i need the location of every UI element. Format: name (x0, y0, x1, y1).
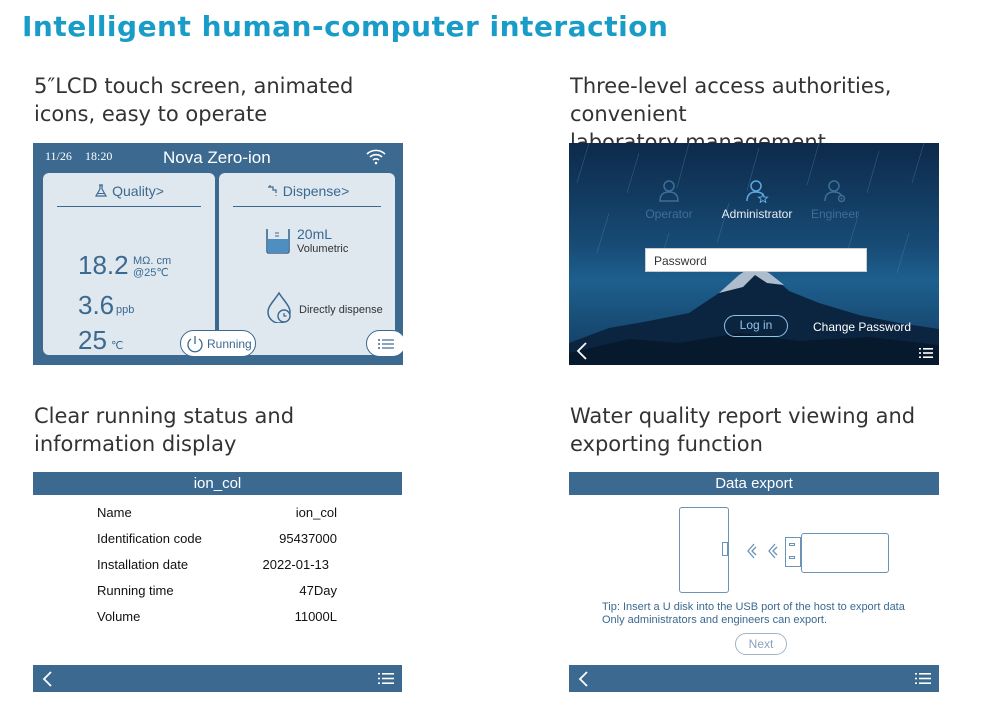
info-label: Installation date (97, 557, 189, 572)
caption-report-export: Water quality report viewing and exporti… (570, 404, 916, 456)
admin-user-icon (746, 180, 769, 203)
quality-divider (57, 206, 201, 207)
status-bar: 11/26 18:20 Nova Zero-ion (33, 143, 403, 171)
dispense-divider (233, 206, 381, 207)
back-arrow-icon[interactable] (41, 669, 53, 689)
toc-value: 3.6 (78, 290, 115, 320)
temperature-unit: ℃ (111, 340, 124, 352)
resistivity-temp: @25℃ (133, 267, 169, 279)
usb-port-icon (722, 542, 728, 556)
login-screen: Operator Administrator Engineer Password… (569, 143, 939, 365)
usb-connector-icon (785, 537, 801, 567)
brand-name: Nova Zero-ion (163, 148, 271, 167)
flask-icon (95, 184, 108, 197)
role-engineer-label: Engineer (810, 207, 860, 221)
change-password-link[interactable]: Change Password (813, 320, 912, 334)
page-title: Intelligent human-computer interaction (22, 10, 669, 43)
back-arrow-icon[interactable] (577, 669, 589, 689)
info-row-installation-date: Installation date 2022-01-13 (97, 557, 337, 575)
status-date: 11/26 (45, 149, 72, 163)
info-label: Name (97, 505, 132, 520)
role-administrator[interactable]: Administrator (717, 179, 797, 221)
menu-icon[interactable] (919, 347, 933, 359)
running-button-label: Running (207, 336, 252, 351)
power-icon (187, 335, 203, 352)
dispense-card[interactable]: Dispense> 20mL Volumetric Directly dispe… (219, 173, 395, 355)
info-value: ion_col (295, 505, 337, 520)
volumetric-label: Volumetric (297, 243, 349, 255)
info-row-running-time: Running time 47Day (97, 583, 337, 601)
info-value: 47Day (299, 583, 337, 598)
caption-touch-screen: 5″LCD touch screen, animated icons, easy… (34, 74, 354, 126)
next-button[interactable]: Next (735, 633, 787, 655)
info-screen-header: ion_col (33, 472, 402, 495)
export-permission-note: Only administrators and engineers can ex… (602, 614, 828, 626)
quality-header[interactable]: Quality> (43, 183, 215, 199)
transfer-arrow-icon (768, 543, 778, 559)
info-label: Identification code (97, 531, 202, 546)
engineer-user-icon (824, 180, 846, 203)
wifi-icon (366, 149, 386, 165)
dispense-header[interactable]: Dispense> (219, 183, 395, 199)
quality-header-label: Quality> (112, 183, 164, 199)
water-drop-timer-icon[interactable] (265, 291, 295, 323)
transfer-arrow-icon (747, 543, 757, 559)
running-button[interactable]: Running (180, 330, 256, 357)
home-screen: 11/26 18:20 Nova Zero-ion Quality> 18.2 … (33, 143, 403, 365)
password-input[interactable]: Password (645, 248, 867, 272)
menu-button[interactable] (366, 330, 403, 357)
resistivity-value: 18.2 (78, 250, 129, 280)
list-menu-icon (378, 338, 394, 349)
info-screen-footer (33, 665, 402, 692)
usb-disk-icon (801, 533, 889, 573)
info-value: 11000L (294, 609, 337, 624)
temperature-value: 25 (78, 325, 107, 355)
role-operator-label: Operator (645, 207, 693, 221)
caption-running-status: Clear running status and information dis… (34, 404, 295, 456)
info-label: Volume (97, 609, 141, 624)
status-time: 18:20 (85, 149, 113, 163)
info-row-name: Name ion_col (97, 505, 337, 523)
export-screen-footer (569, 665, 939, 692)
role-engineer[interactable]: Engineer (795, 179, 875, 221)
role-administrator-label: Administrator (721, 207, 793, 221)
info-row-identification-code: Identification code 95437000 (97, 531, 337, 549)
export-tip: Tip: Insert a U disk into the USB port o… (602, 601, 905, 613)
host-device-icon (679, 507, 729, 593)
info-value: 95437000 (279, 531, 337, 546)
menu-icon[interactable] (378, 672, 394, 685)
info-value: 2022-01-13 (262, 557, 330, 572)
login-button[interactable]: Log in (724, 315, 788, 337)
export-screen-header: Data export (569, 472, 939, 495)
role-operator[interactable]: Operator (629, 179, 709, 221)
resistivity-unit: MΩ. cm (133, 255, 172, 267)
quality-card[interactable]: Quality> 18.2 MΩ. cm @25℃ 3.6 ppb 25 ℃ (43, 173, 215, 355)
toc-unit: ppb (116, 304, 135, 316)
back-arrow-icon[interactable] (575, 341, 589, 361)
dispense-volume: 20mL (297, 226, 333, 242)
user-icon (659, 180, 679, 202)
beaker-icon[interactable] (265, 227, 291, 255)
menu-icon[interactable] (915, 672, 931, 685)
info-row-volume: Volume 11000L (97, 609, 337, 627)
dispense-header-label: Dispense> (282, 183, 350, 199)
faucet-icon (267, 185, 277, 197)
info-label: Running time (97, 583, 174, 598)
direct-dispense-label: Directly dispense (299, 304, 383, 316)
